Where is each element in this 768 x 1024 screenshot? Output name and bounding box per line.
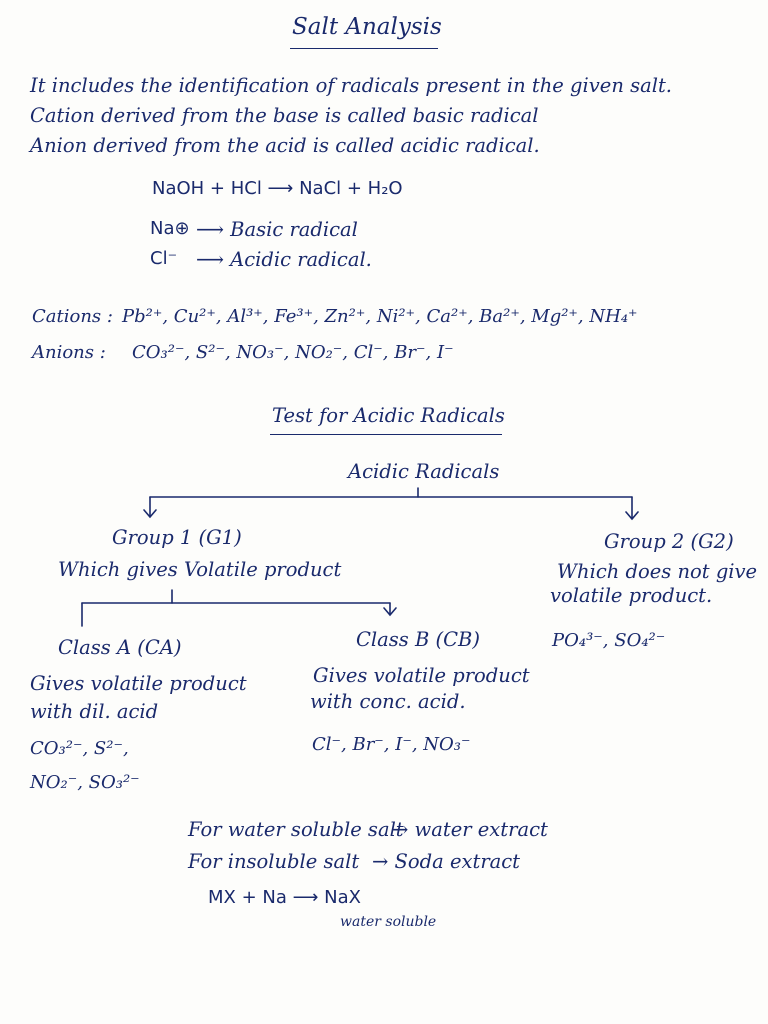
group1-desc: Which gives Volatile product <box>58 558 342 581</box>
sodium-ion: Na⊕ <box>150 218 190 239</box>
tree-root: Acidic Radicals <box>348 460 500 483</box>
classB-desc-line-2: with conc. acid. <box>310 690 466 713</box>
extract-left-2: For insoluble salt <box>188 850 360 873</box>
classA-desc-line-2: with dil. acid <box>30 700 159 723</box>
chloride-ion: Cl⁻ <box>150 248 178 269</box>
classB-desc-line-1: Gives volatile product <box>313 664 530 687</box>
acidic-radical-label: ⟶ Acidic radical. <box>196 248 372 271</box>
extract-right-1: → water extract <box>392 818 548 841</box>
classA-ions-line-1: CO₃²⁻, S²⁻, <box>30 738 129 759</box>
anions-list: CO₃²⁻, S²⁻, NO₃⁻, NO₂⁻, Cl⁻, Br⁻, I⁻ <box>132 342 454 363</box>
section-title: Test for Acidic Radicals <box>272 404 505 427</box>
cations-list: Pb²⁺, Cu²⁺, Al³⁺, Fe³⁺, Zn²⁺, Ni²⁺, Ca²⁺… <box>122 306 638 327</box>
classA-ions-line-2: NO₂⁻, SO₃²⁻ <box>30 772 140 793</box>
group2-ions: PO₄³⁻, SO₄²⁻ <box>552 630 666 651</box>
group2-desc-line-1: Which does not give <box>557 560 758 583</box>
section-title-underline <box>270 434 502 435</box>
basic-radical-label: ⟶ Basic radical <box>196 218 358 241</box>
title-underline <box>290 48 438 49</box>
classA-desc-line-1: Gives volatile product <box>30 672 247 695</box>
group1-arrow <box>143 509 157 519</box>
final-equation: MX + Na ⟶ NaX <box>208 887 361 908</box>
classA-title: Class A (CA) <box>58 636 182 659</box>
anions-label: Anions : <box>32 342 106 363</box>
intro-line-1: It includes the identification of radica… <box>30 74 672 97</box>
group2-arrow <box>625 511 639 521</box>
group2-desc-line-2: volatile product. <box>550 584 713 607</box>
page-title: Salt Analysis <box>292 14 442 40</box>
final-note: water soluble <box>340 914 437 930</box>
classB-ions: Cl⁻, Br⁻, I⁻, NO₃⁻ <box>312 734 471 755</box>
extract-right-2: → Soda extract <box>372 850 521 873</box>
intro-line-3: Anion derived from the acid is called ac… <box>30 134 540 157</box>
cations-label: Cations : <box>32 306 113 327</box>
neutralization-equation: NaOH + HCl ⟶ NaCl + H₂O <box>152 178 403 199</box>
group1-title: Group 1 (G1) <box>112 526 242 549</box>
intro-line-2: Cation derived from the base is called b… <box>30 104 539 127</box>
classB-arrow <box>383 607 397 617</box>
group2-title: Group 2 (G2) <box>604 530 734 553</box>
classB-title: Class B (CB) <box>356 628 480 651</box>
extract-left-1: For water soluble salt <box>188 818 404 841</box>
